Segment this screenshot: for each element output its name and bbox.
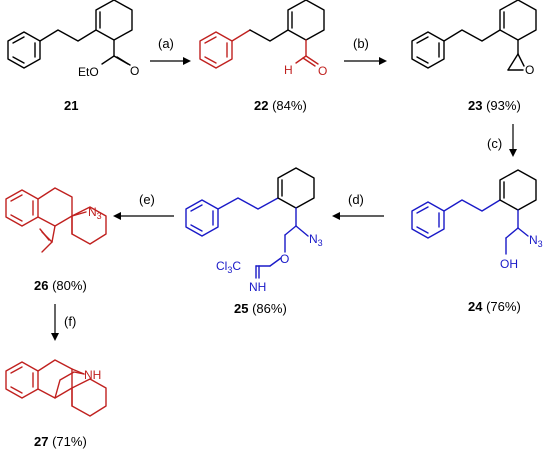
compound-22-aldehyde-hydrogen: H <box>284 63 293 77</box>
compound-22-caption: 22 (84%) <box>254 98 307 113</box>
compound-22-yield: (84%) <box>272 98 307 113</box>
arrow-step-e <box>113 212 174 220</box>
compound-27-label: 27 <box>34 434 48 449</box>
compound-23-structure: O <box>411 0 537 77</box>
compound-24-hydroxyl: OH <box>500 257 518 271</box>
compound-23-epoxide-oxygen: O <box>525 63 534 77</box>
step-f-label: (f) <box>64 314 76 329</box>
step-c-label: (c) <box>487 136 502 151</box>
arrow-step-f <box>51 304 59 341</box>
compound-22-aldehyde-oxygen: O <box>318 64 327 78</box>
compound-26-caption: 26 (80%) <box>34 278 87 293</box>
arrow-step-a <box>150 57 191 65</box>
compound-22-structure: H O <box>199 0 327 78</box>
compound-21-ethoxy-label: EtO <box>78 65 99 79</box>
compound-25-yield: (86%) <box>252 301 287 316</box>
compound-26-azide: N3 <box>88 205 102 221</box>
arrow-step-d <box>332 212 384 220</box>
compound-27-yield: (71%) <box>52 434 87 449</box>
compound-25-structure: N3 O Cl3C NH <box>185 167 323 294</box>
compound-25-label: 25 <box>234 301 248 316</box>
compound-27-amine-nh: NH <box>84 368 101 382</box>
step-d-label: (d) <box>348 192 364 207</box>
step-e-label: (e) <box>139 192 155 207</box>
compound-23-label: 23 <box>468 98 482 113</box>
compound-25-caption: 25 (86%) <box>234 301 287 316</box>
compound-24-yield: (76%) <box>486 299 521 314</box>
compound-27-caption: 27 (71%) <box>34 434 87 449</box>
compound-25-ether-oxygen: O <box>280 252 289 266</box>
compound-26-label: 26 <box>34 278 48 293</box>
step-b-label: (b) <box>353 36 369 51</box>
arrow-step-b <box>344 57 387 65</box>
compound-24-caption: 24 (76%) <box>468 299 521 314</box>
compound-21-label: 21 <box>64 98 78 113</box>
compound-25-imine-nh: NH <box>249 280 266 294</box>
compound-26-yield: (80%) <box>52 278 87 293</box>
compound-24-label: 24 <box>468 299 483 314</box>
compound-22-label: 22 <box>254 98 268 113</box>
compound-25-trichloromethyl: Cl3C <box>216 259 241 275</box>
compound-24-azide: N3 <box>529 233 543 249</box>
arrow-step-c <box>509 124 517 157</box>
compound-23-yield: (93%) <box>486 98 521 113</box>
compound-24-structure: OH N3 <box>411 169 543 271</box>
step-a-label: (a) <box>158 36 174 51</box>
compound-21-carbonyl-oxygen: O <box>130 64 139 78</box>
compound-26-structure: N3 <box>5 187 107 253</box>
compound-21-structure: O EtO <box>7 0 139 79</box>
compound-27-structure: NH <box>5 359 107 417</box>
compound-23-caption: 23 (93%) <box>468 98 521 113</box>
compound-25-azide: N3 <box>309 232 323 248</box>
